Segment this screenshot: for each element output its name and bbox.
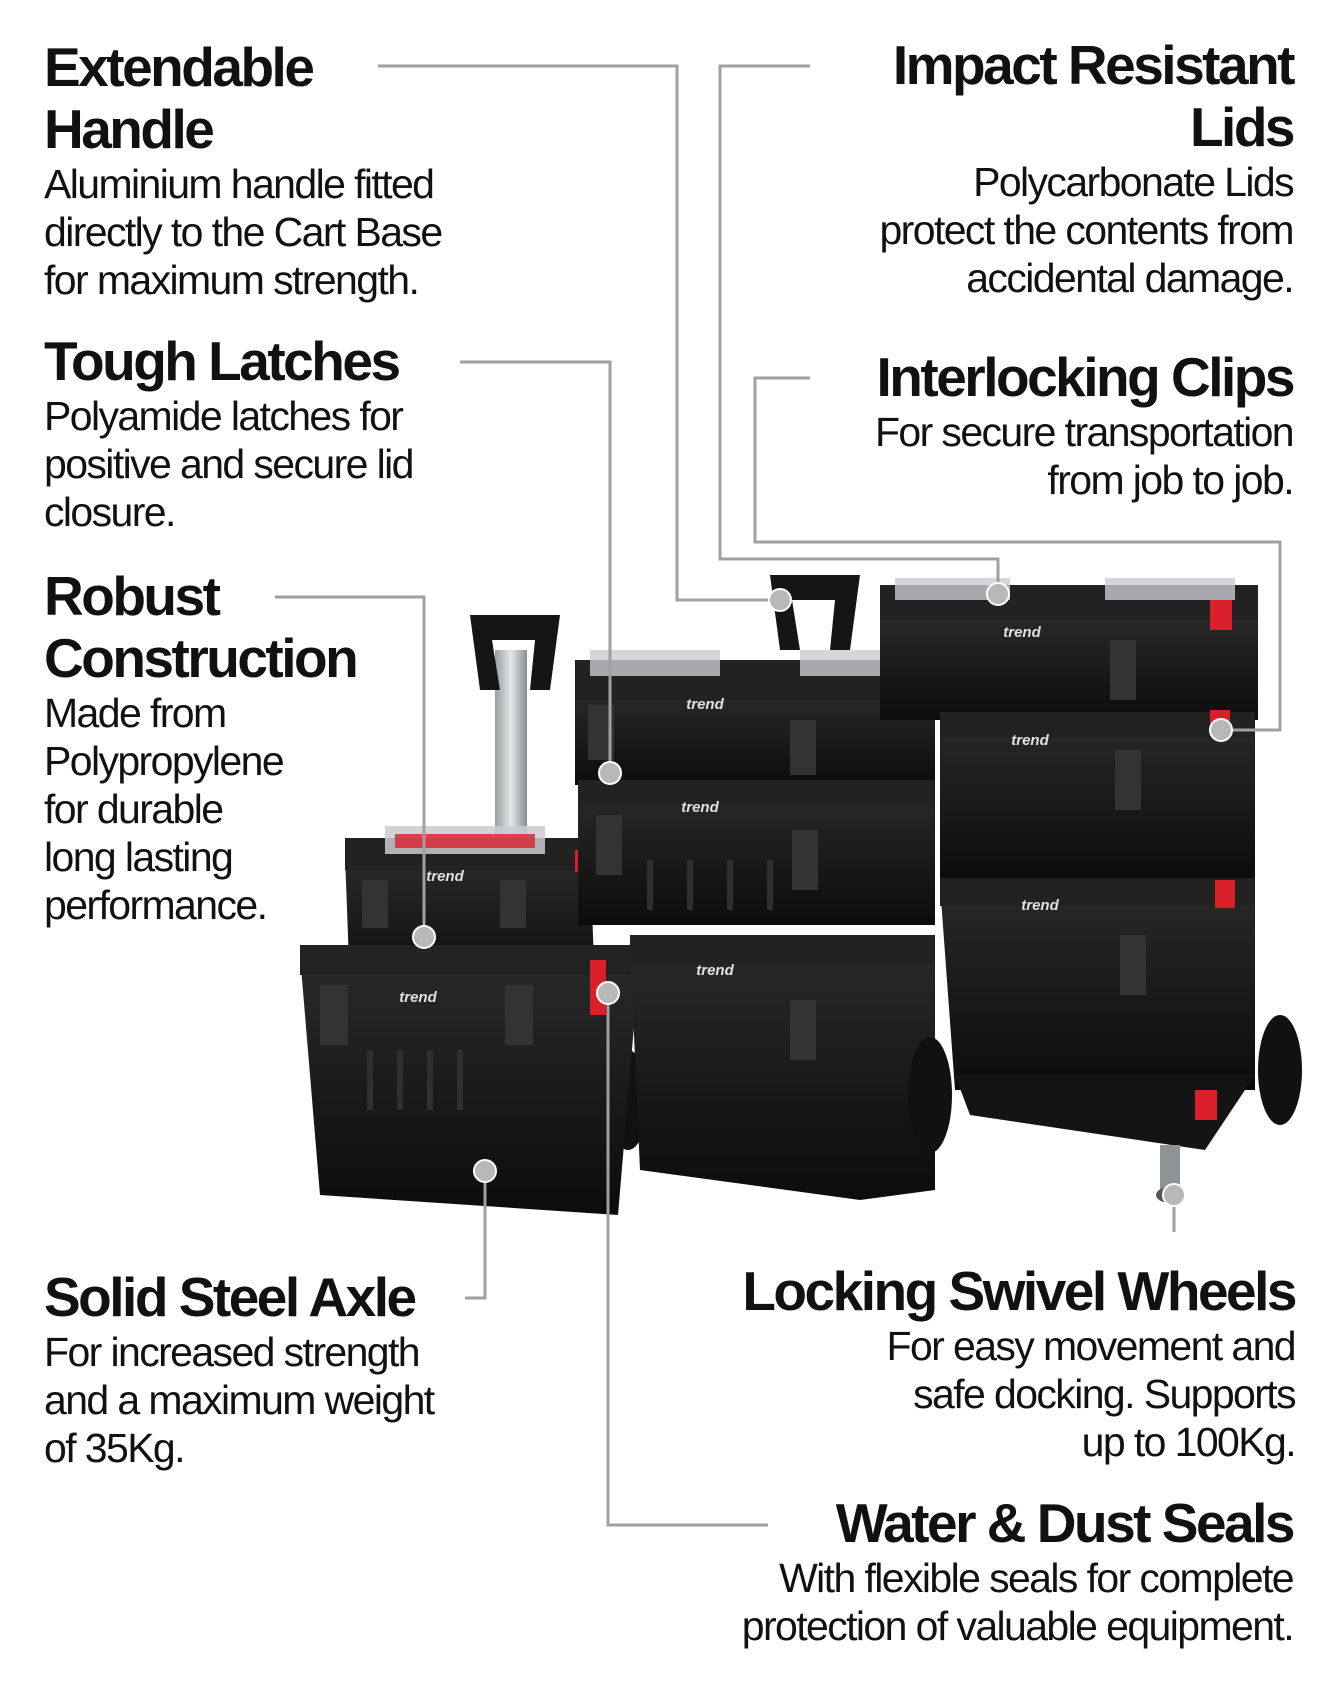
brand-logo-3: trend bbox=[681, 799, 719, 816]
brand-logo-6: trend bbox=[1011, 732, 1049, 749]
feature-tough-latches: Tough Latches Polyamide latches for posi… bbox=[44, 330, 564, 536]
right-bottom-box bbox=[940, 878, 1255, 1090]
leader-solid-axle bbox=[465, 1171, 487, 1300]
middle-cart-handle bbox=[770, 575, 860, 650]
feature-title: Extendable Handle bbox=[44, 36, 315, 160]
right-cart-base bbox=[955, 1015, 1302, 1203]
dot-wheels bbox=[1162, 1183, 1186, 1207]
feature-swivel-wheels: Locking Swivel Wheels For easy movement … bbox=[655, 1260, 1297, 1466]
feature-title: Water & Dust Seals bbox=[835, 1492, 1296, 1554]
dot-construction bbox=[412, 925, 436, 949]
feature-title: Tough Latches bbox=[44, 330, 401, 392]
feature-title: Impact Resistant Lids bbox=[892, 34, 1296, 158]
brand-logo-1: trend bbox=[399, 989, 437, 1006]
dot-handle bbox=[768, 588, 792, 612]
feature-interlocking-clips: Interlocking Clips For secure transporta… bbox=[733, 346, 1296, 504]
leader-seals bbox=[606, 993, 768, 1527]
feature-title: Robust Construction bbox=[44, 565, 359, 689]
feature-impact-lids: Impact Resistant Lids Polycarbonate Lids… bbox=[733, 34, 1296, 302]
feature-title: Interlocking Clips bbox=[876, 346, 1296, 408]
dot-seals bbox=[596, 981, 620, 1005]
middle-bottom-box bbox=[630, 935, 952, 1200]
dot-clips bbox=[1209, 718, 1233, 742]
feature-robust-construction: Robust Construction Made from Polypropyl… bbox=[44, 565, 464, 929]
brand-logo-7: trend bbox=[1021, 897, 1059, 914]
leader-robust-construction bbox=[275, 595, 426, 937]
feature-water-dust-seals: Water & Dust Seals With flexible seals f… bbox=[573, 1492, 1296, 1650]
brand-logo-2: trend bbox=[686, 696, 724, 713]
feature-text: For easy movement and safe docking. Supp… bbox=[886, 1323, 1297, 1465]
right-top-box bbox=[880, 578, 1258, 720]
middle-mid-box bbox=[578, 780, 935, 925]
leader-impact-lids bbox=[718, 64, 1000, 594]
middle-top-box bbox=[575, 650, 935, 785]
dot-axle bbox=[473, 1159, 497, 1183]
left-small-box bbox=[345, 826, 595, 990]
feature-text: Polyamide latches for positive and secur… bbox=[44, 393, 414, 535]
leader-extendable-handle bbox=[378, 64, 780, 602]
feature-title: Locking Swivel Wheels bbox=[742, 1260, 1297, 1322]
feature-extendable-handle: Extendable Handle Aluminium handle fitte… bbox=[44, 36, 564, 304]
brand-logo-0: trend bbox=[426, 868, 464, 885]
leader-tough-latches bbox=[460, 360, 612, 773]
brand-logo-5: trend bbox=[1003, 624, 1041, 641]
feature-text: With flexible seals for complete protect… bbox=[741, 1555, 1295, 1649]
feature-text: Polycarbonate Lids protect the contents … bbox=[879, 159, 1294, 301]
brand-logo-4: trend bbox=[696, 962, 734, 979]
feature-text: Made from Polypropylene for durable long… bbox=[44, 690, 285, 928]
dot-latches bbox=[598, 761, 622, 785]
left-large-box bbox=[300, 945, 640, 1215]
leader-interlocking-clips bbox=[753, 376, 1282, 732]
feature-solid-axle: Solid Steel Axle For increased strength … bbox=[44, 1266, 564, 1472]
feature-title: Solid Steel Axle bbox=[44, 1266, 417, 1328]
left-cart-handle bbox=[470, 615, 560, 850]
dot-lids bbox=[986, 582, 1010, 606]
feature-text: For secure transportation from job to jo… bbox=[874, 409, 1295, 503]
feature-text: For increased strength and a maximum wei… bbox=[44, 1329, 435, 1471]
feature-text: Aluminium handle fitted directly to the … bbox=[44, 161, 443, 303]
